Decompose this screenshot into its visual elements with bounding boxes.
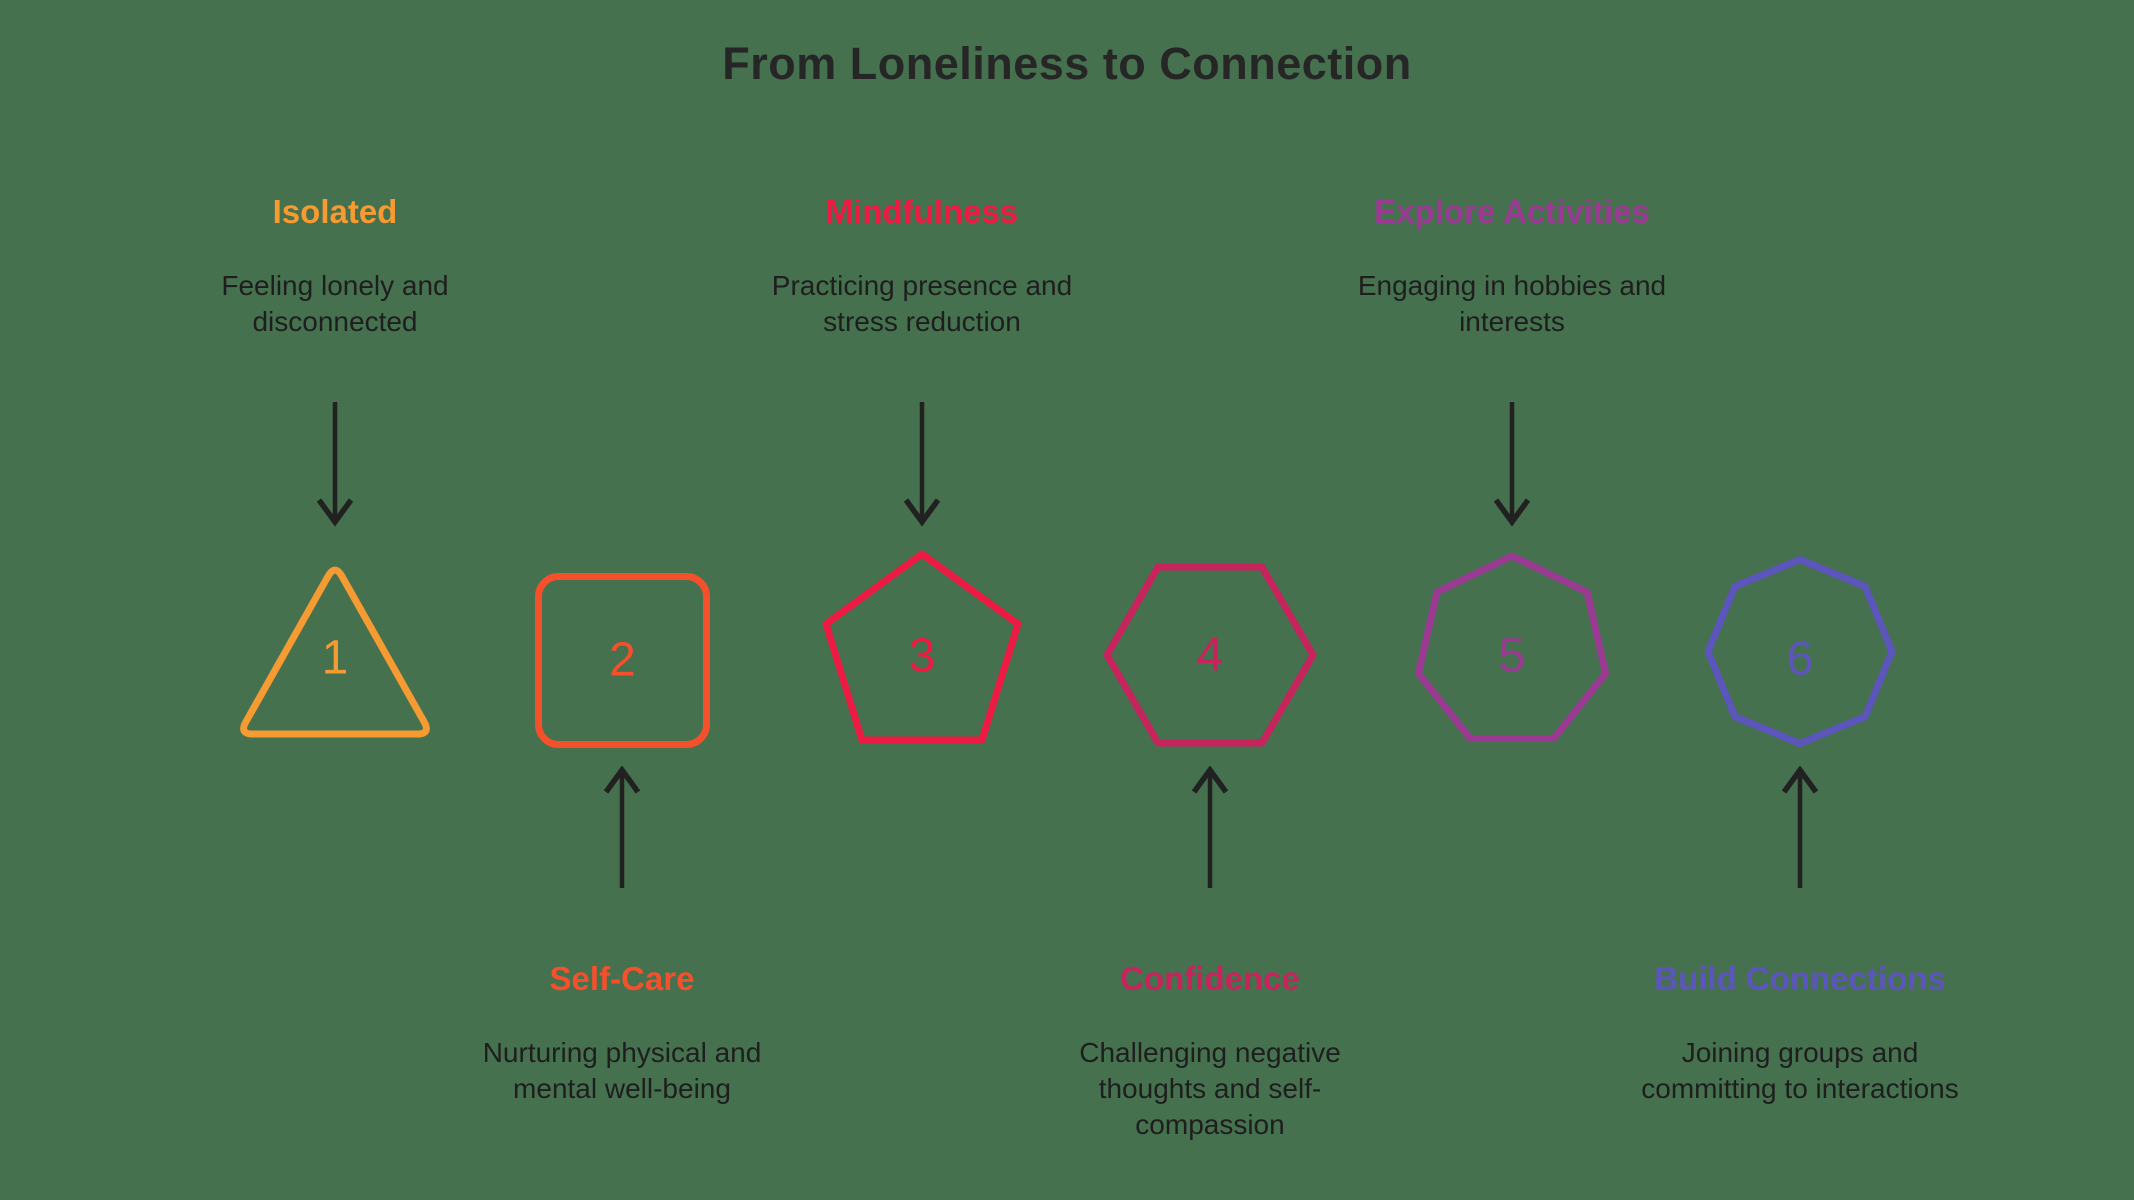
step-1-label-block: Isolated Feeling lonely and disconnected bbox=[165, 192, 505, 340]
step-1-title: Isolated bbox=[272, 193, 398, 230]
step-3-description: Practicing presence and stress reduction bbox=[771, 270, 1073, 337]
step-5-label-block: Explore Activities Engaging in hobbies a… bbox=[1342, 192, 1682, 340]
step-4-title: Confidence bbox=[1120, 960, 1300, 997]
step-5-description: Engaging in hobbies and interests bbox=[1357, 270, 1667, 337]
page-title: From Loneliness to Connection bbox=[722, 38, 1412, 89]
step-5-title: Explore Activities bbox=[1374, 193, 1650, 230]
arrow-down-icon bbox=[903, 402, 941, 527]
arrow-down-icon bbox=[1493, 402, 1531, 527]
step-6-description: Joining groups and committing to interac… bbox=[1641, 1037, 1959, 1104]
heptagon-shape: 5 bbox=[1414, 552, 1610, 742]
step-1-number: 1 bbox=[322, 632, 349, 685]
step-1-description: Feeling lonely and disconnected bbox=[221, 270, 449, 337]
step-2-number: 2 bbox=[609, 634, 636, 687]
step-6-label-block: Build Connections Joining groups and com… bbox=[1630, 959, 1970, 1107]
arrow-down-icon bbox=[316, 402, 354, 527]
arrow-up-icon bbox=[1191, 766, 1229, 888]
step-2-label-block: Self-Care Nurturing physical and mental … bbox=[452, 959, 792, 1107]
step-3-number: 3 bbox=[909, 630, 936, 683]
octagon-shape: 6 bbox=[1704, 556, 1896, 747]
step-3-title: Mindfulness bbox=[825, 193, 1019, 230]
arrow-up-icon bbox=[603, 766, 641, 888]
step-4-description: Challenging negative thoughts and self-c… bbox=[1079, 1037, 1341, 1140]
step-4-number: 4 bbox=[1197, 629, 1224, 682]
step-2-title: Self-Care bbox=[549, 960, 695, 997]
step-6-title: Build Connections bbox=[1654, 960, 1946, 997]
step-3-label-block: Mindfulness Practicing presence and stre… bbox=[752, 192, 1092, 340]
step-6-number: 6 bbox=[1787, 633, 1814, 686]
arrow-up-icon bbox=[1781, 766, 1819, 888]
square-shape: 2 bbox=[535, 573, 710, 748]
pentagon-shape: 3 bbox=[822, 550, 1022, 744]
step-2-description: Nurturing physical and mental well-being bbox=[482, 1037, 762, 1104]
triangle-shape: 1 bbox=[240, 566, 430, 738]
step-4-label-block: Confidence Challenging negative thoughts… bbox=[1040, 959, 1380, 1143]
step-5-number: 5 bbox=[1499, 630, 1526, 683]
hexagon-shape: 4 bbox=[1103, 563, 1317, 747]
